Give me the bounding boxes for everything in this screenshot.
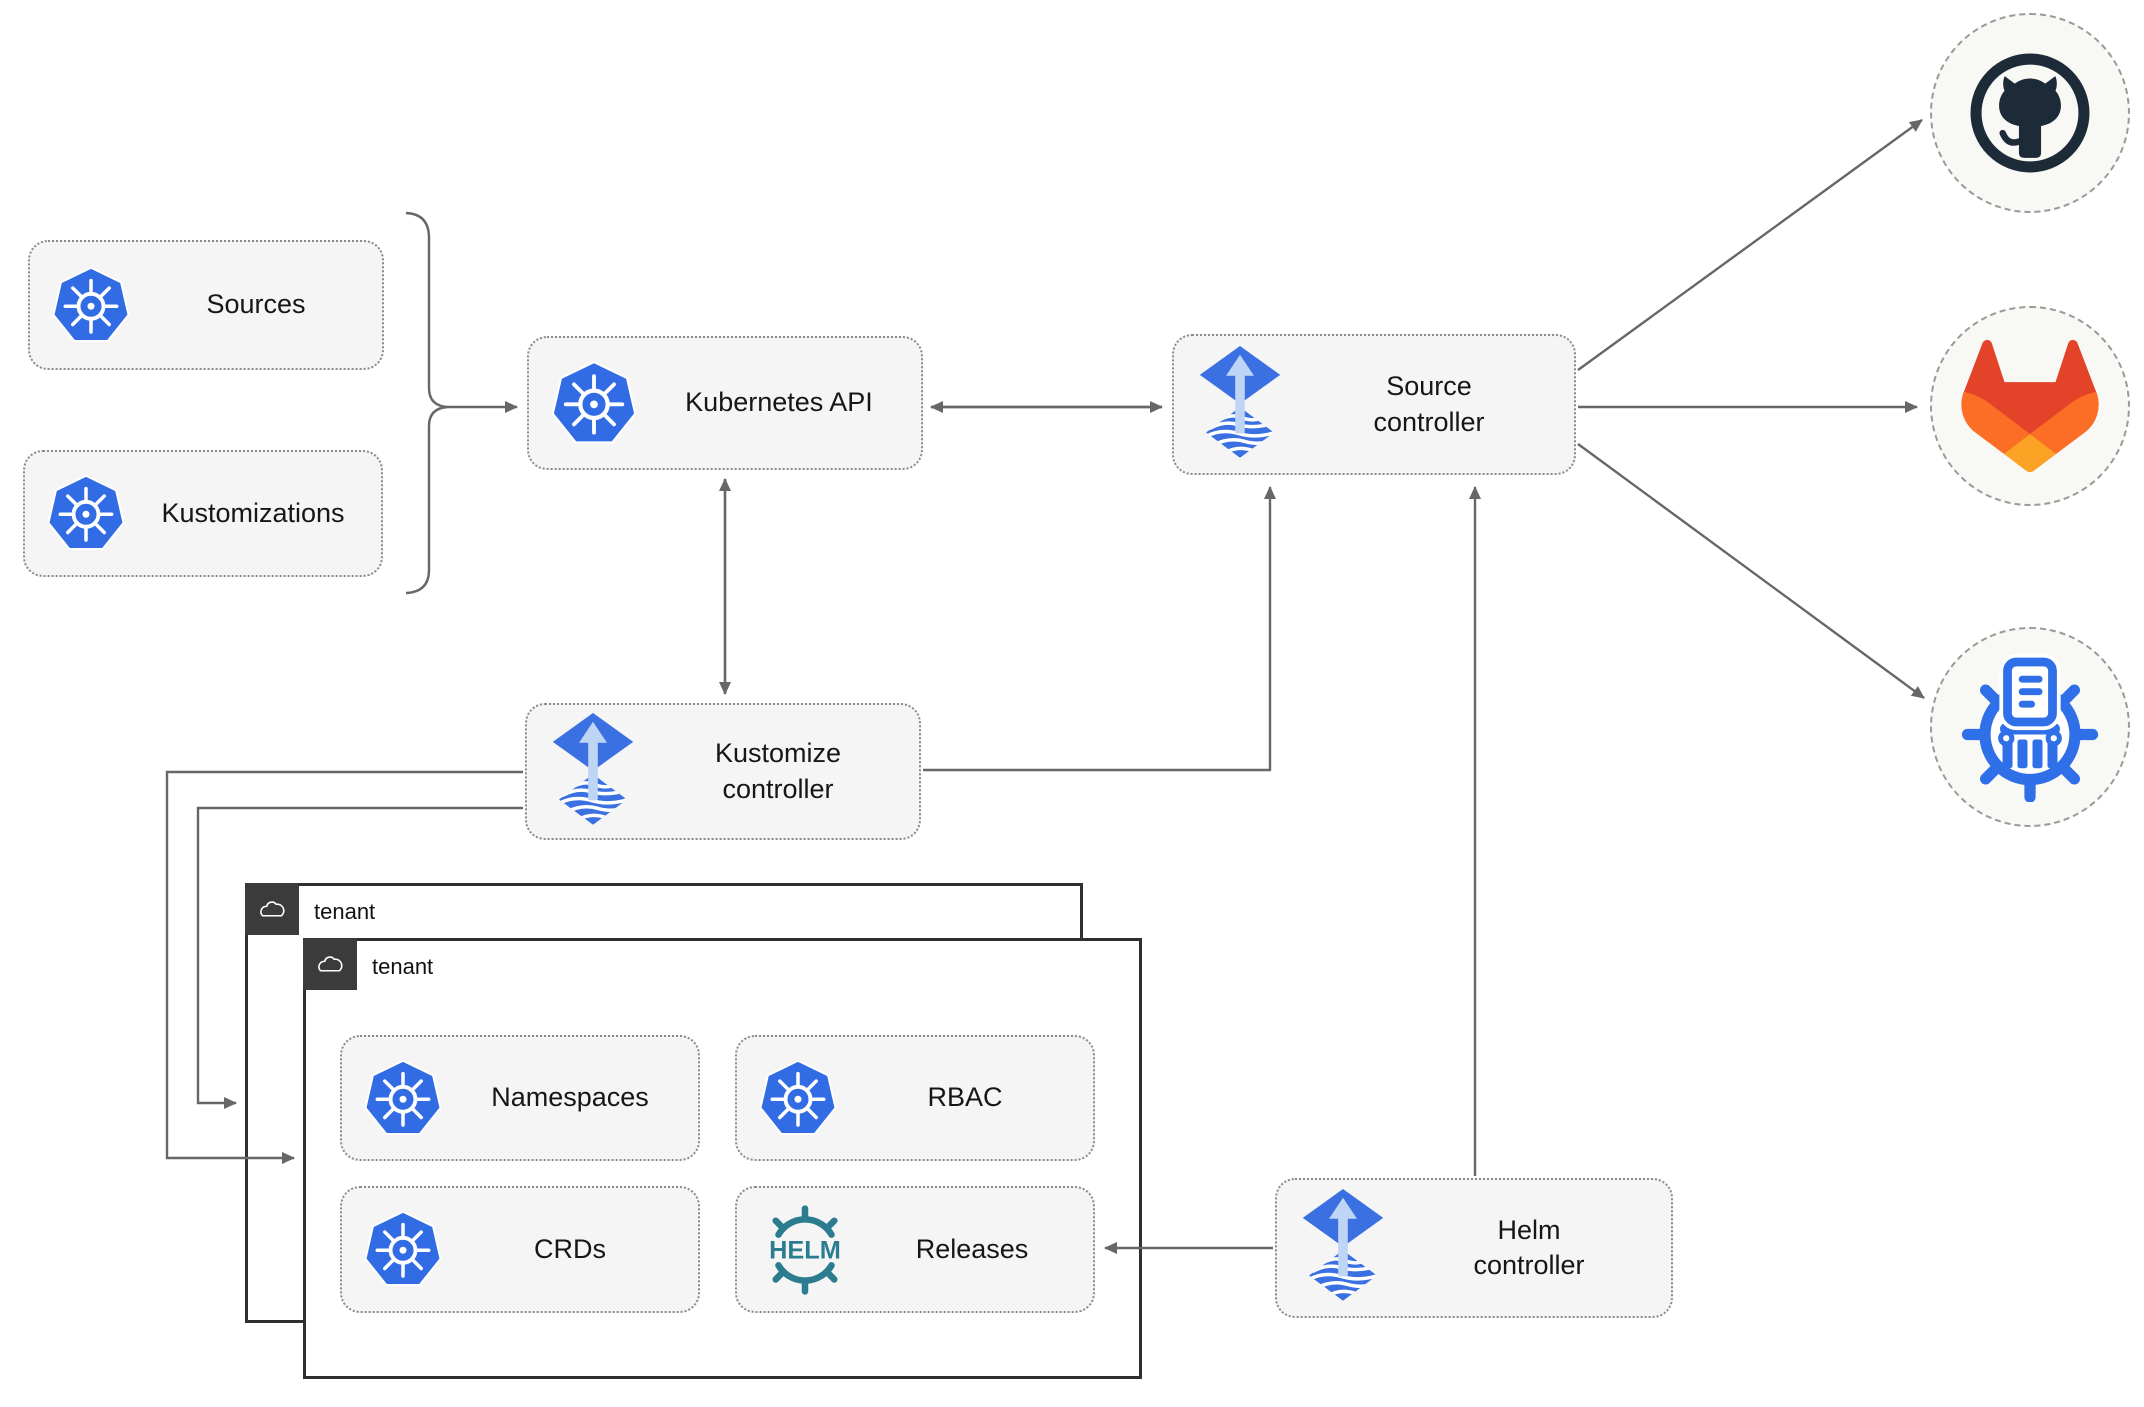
kustomize-controller-node: Kustomize controller <box>525 703 921 840</box>
source-controller-label: Source controller <box>1373 371 1485 437</box>
kubernetes-icon <box>551 359 637 448</box>
releases-node: Releases <box>735 1186 1095 1313</box>
kustomize-controller-label: Kustomize controller <box>714 738 842 804</box>
github-icon <box>1965 48 2095 178</box>
releases-label: Releases <box>915 1233 1029 1264</box>
sources-node: Sources <box>28 240 384 370</box>
kubernetes-api-node: Kubernetes API <box>527 336 923 470</box>
edge-bracket <box>405 211 449 595</box>
gitlab-node <box>1930 306 2130 506</box>
tenant-header <box>245 883 299 935</box>
helm-controller-node: Helm controller <box>1275 1178 1673 1318</box>
kustomizations-node: Kustomizations <box>23 450 383 577</box>
rbac-label: RBAC <box>927 1082 1003 1113</box>
kubernetes-icon <box>759 1058 837 1139</box>
tenant-label: tenant <box>314 899 376 924</box>
crds-label: CRDs <box>534 1233 606 1264</box>
chartmuseum-icon <box>1955 652 2105 802</box>
source-controller-node: Source controller <box>1172 334 1576 475</box>
namespaces-node: Namespaces <box>340 1035 700 1161</box>
kubernetes-api-label: Kubernetes API <box>685 387 873 418</box>
flux-icon <box>549 713 637 831</box>
cloud-icon <box>313 953 347 976</box>
edge-source-chart-repository <box>1577 443 1925 699</box>
edge-source-github <box>1577 119 1923 371</box>
flux-icon <box>1299 1189 1387 1307</box>
github-node <box>1930 13 2130 213</box>
tenant-label: tenant <box>372 954 434 979</box>
kubernetes-icon <box>52 265 130 346</box>
helm-controller-label: Helm controller <box>1473 1214 1585 1280</box>
edge-kustomize-source <box>923 486 1276 772</box>
crds-node: CRDs <box>340 1186 700 1313</box>
cloud-icon <box>255 898 289 921</box>
helm-icon <box>759 1204 851 1296</box>
kubernetes-icon <box>47 473 125 554</box>
kustomizations-label: Kustomizations <box>161 497 345 528</box>
sources-label: Sources <box>206 289 306 320</box>
kubernetes-icon <box>364 1058 442 1139</box>
flux-icon <box>1196 346 1284 464</box>
kubernetes-icon <box>364 1209 442 1290</box>
tenant-header <box>303 938 357 990</box>
chart-repository-node <box>1930 627 2130 827</box>
namespaces-label: Namespaces <box>491 1082 649 1113</box>
gitlab-icon <box>1955 331 2105 481</box>
rbac-node: RBAC <box>735 1035 1095 1161</box>
